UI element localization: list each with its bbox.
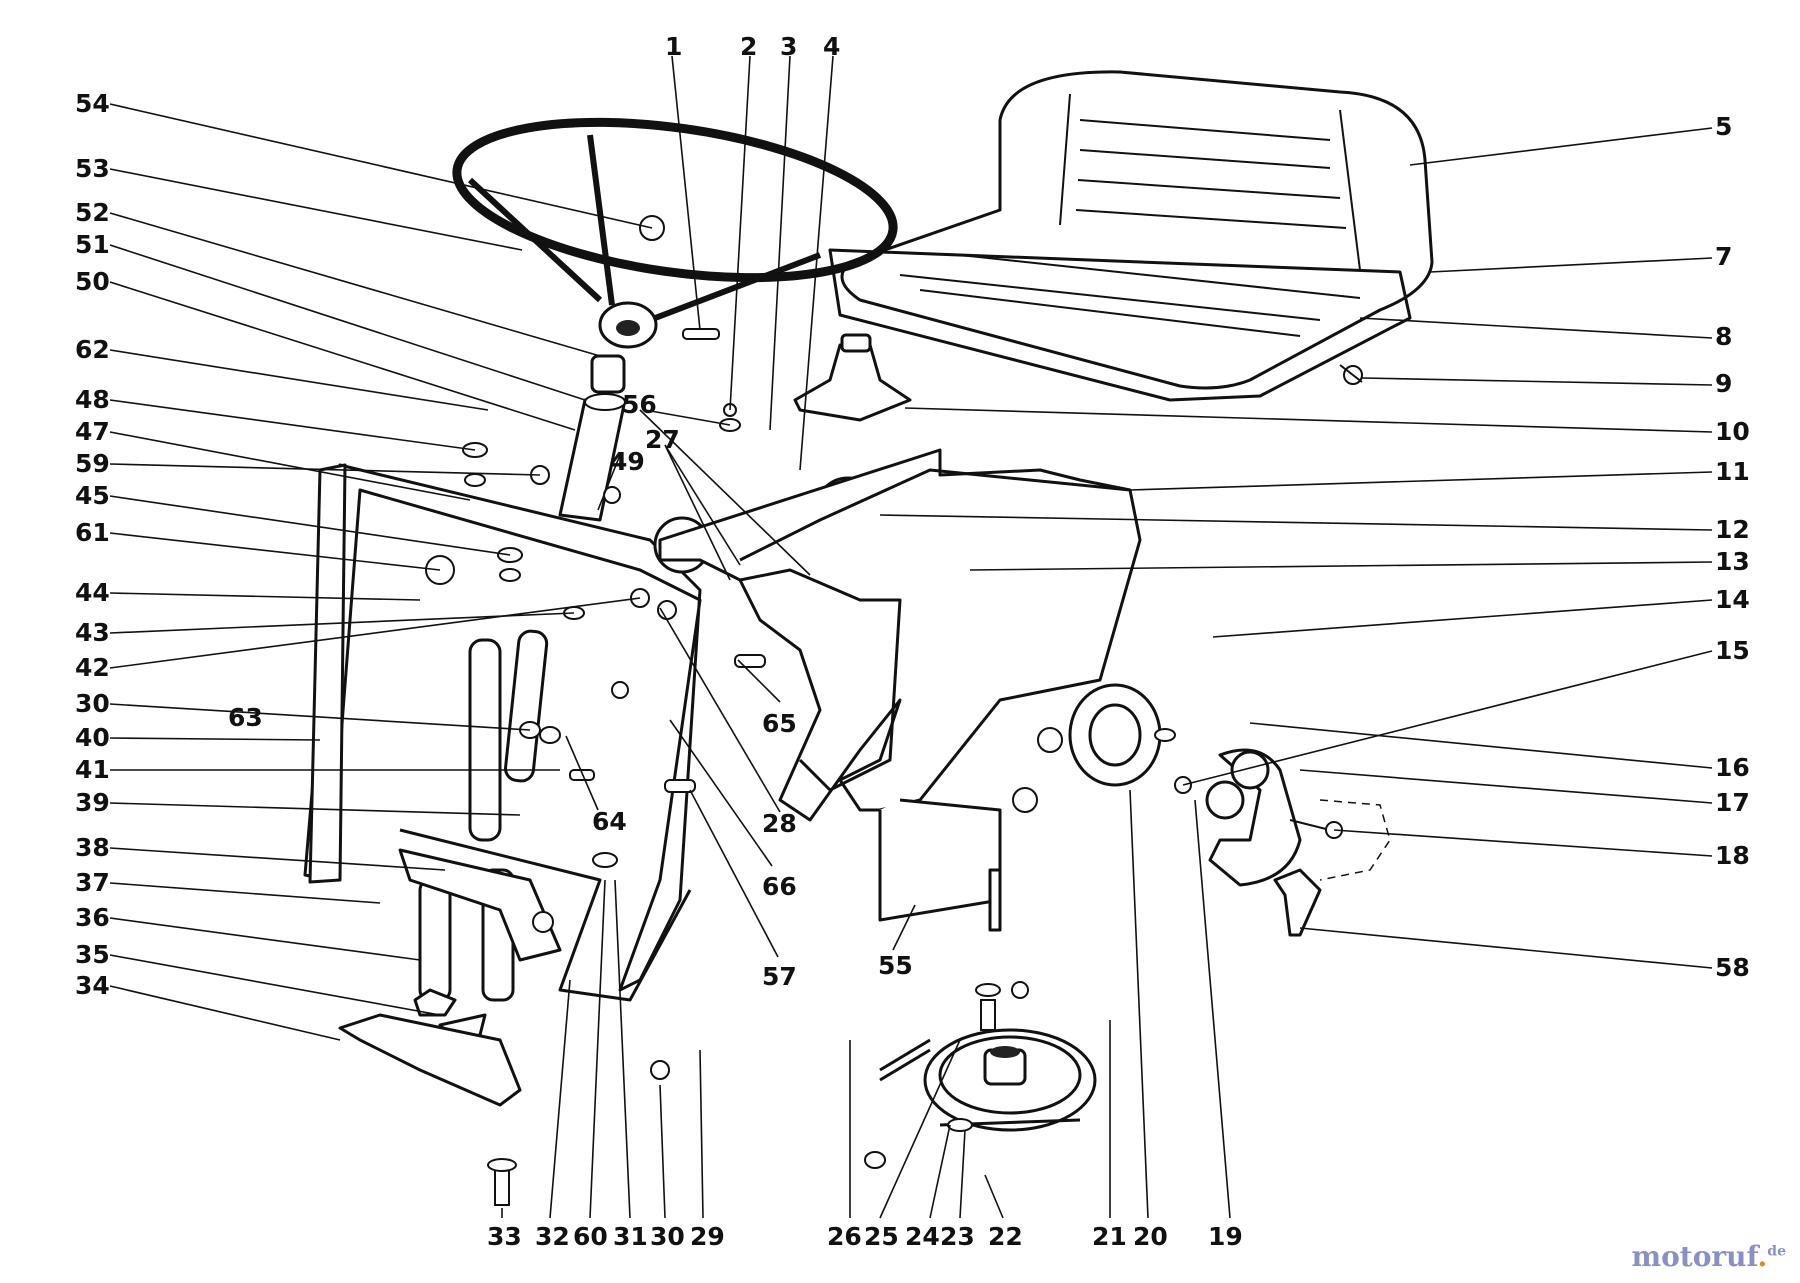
callout-29: 29 [690, 1222, 725, 1251]
callout-13: 13 [1715, 547, 1750, 576]
callout-58: 58 [1715, 953, 1750, 982]
callout-3: 3 [780, 32, 797, 61]
callout-30-upper: 30 [75, 689, 110, 718]
callout-28: 28 [762, 809, 797, 838]
callout-63: 63 [228, 703, 263, 732]
pulley [879, 981, 1097, 1132]
callout-56: 56 [622, 390, 657, 419]
callout-37: 37 [75, 868, 110, 897]
callout-1: 1 [665, 32, 682, 61]
callout-5: 5 [1715, 112, 1732, 141]
callout-9: 9 [1715, 369, 1732, 398]
callout-62: 62 [75, 335, 110, 364]
watermark-tld: de [1767, 1243, 1786, 1260]
callout-27: 27 [645, 425, 680, 454]
callout-59: 59 [75, 449, 110, 478]
callout-43: 43 [75, 618, 110, 647]
callout-60: 60 [573, 1222, 608, 1251]
callout-16: 16 [1715, 753, 1750, 782]
callout-66: 66 [762, 872, 797, 901]
callout-65: 65 [762, 709, 797, 738]
leader-lines [109, 55, 1713, 1219]
callout-33: 33 [487, 1222, 522, 1251]
steering-wheel [452, 117, 898, 349]
callout-19: 19 [1208, 1222, 1243, 1251]
callout-49: 49 [610, 447, 645, 476]
callout-35: 35 [75, 940, 110, 969]
callout-23: 23 [940, 1222, 975, 1251]
callout-38: 38 [75, 833, 110, 862]
seat-bolt [1339, 364, 1363, 385]
callout-44: 44 [75, 578, 110, 607]
callout-42: 42 [75, 653, 110, 682]
steering-column [558, 354, 627, 522]
loose-hardware [425, 403, 973, 1206]
callout-4: 4 [823, 32, 840, 61]
callout-36: 36 [75, 903, 110, 932]
seat [828, 70, 1434, 402]
brake-band-assembly [1154, 728, 1391, 937]
callout-17: 17 [1715, 788, 1750, 817]
callout-18: 18 [1715, 841, 1750, 870]
callout-22: 22 [988, 1222, 1023, 1251]
callout-labels: 1 2 3 4 5 7 8 9 10 11 12 13 14 15 16 17 … [75, 32, 1750, 1251]
callout-15: 15 [1715, 636, 1750, 665]
dash-panel [303, 463, 702, 1002]
callout-25: 25 [864, 1222, 899, 1251]
callout-55: 55 [878, 951, 913, 980]
callout-54: 54 [75, 89, 110, 118]
callout-8: 8 [1715, 322, 1732, 351]
callout-11: 11 [1715, 457, 1750, 486]
callout-30-lower: 30 [650, 1222, 685, 1251]
callout-34: 34 [75, 971, 110, 1000]
callout-41: 41 [75, 755, 110, 784]
pedal-assembly [338, 629, 562, 1107]
callout-26: 26 [827, 1222, 862, 1251]
callout-32: 32 [535, 1222, 570, 1251]
callout-10: 10 [1715, 417, 1750, 446]
callout-57: 57 [762, 962, 797, 991]
callout-21: 21 [1092, 1222, 1127, 1251]
callout-31: 31 [613, 1222, 648, 1251]
callout-48: 48 [75, 385, 110, 414]
callout-14: 14 [1715, 585, 1750, 614]
transmission-housing [658, 448, 1162, 932]
callout-52: 52 [75, 198, 110, 227]
callout-24: 24 [905, 1222, 940, 1251]
callout-51: 51 [75, 230, 110, 259]
callout-53: 53 [75, 154, 110, 183]
callout-47: 47 [75, 417, 110, 446]
callout-12: 12 [1715, 515, 1750, 544]
callout-7: 7 [1715, 242, 1732, 271]
callout-2: 2 [740, 32, 757, 61]
watermark: motoruf.de [1631, 1240, 1786, 1273]
callout-45: 45 [75, 481, 110, 510]
watermark-brand: motoruf [1631, 1240, 1758, 1273]
callout-40: 40 [75, 723, 110, 752]
callout-20: 20 [1133, 1222, 1168, 1251]
watermark-dot: . [1757, 1240, 1768, 1273]
callout-61: 61 [75, 518, 110, 547]
callout-64: 64 [592, 807, 627, 836]
callout-50: 50 [75, 267, 110, 296]
callout-39: 39 [75, 788, 110, 817]
